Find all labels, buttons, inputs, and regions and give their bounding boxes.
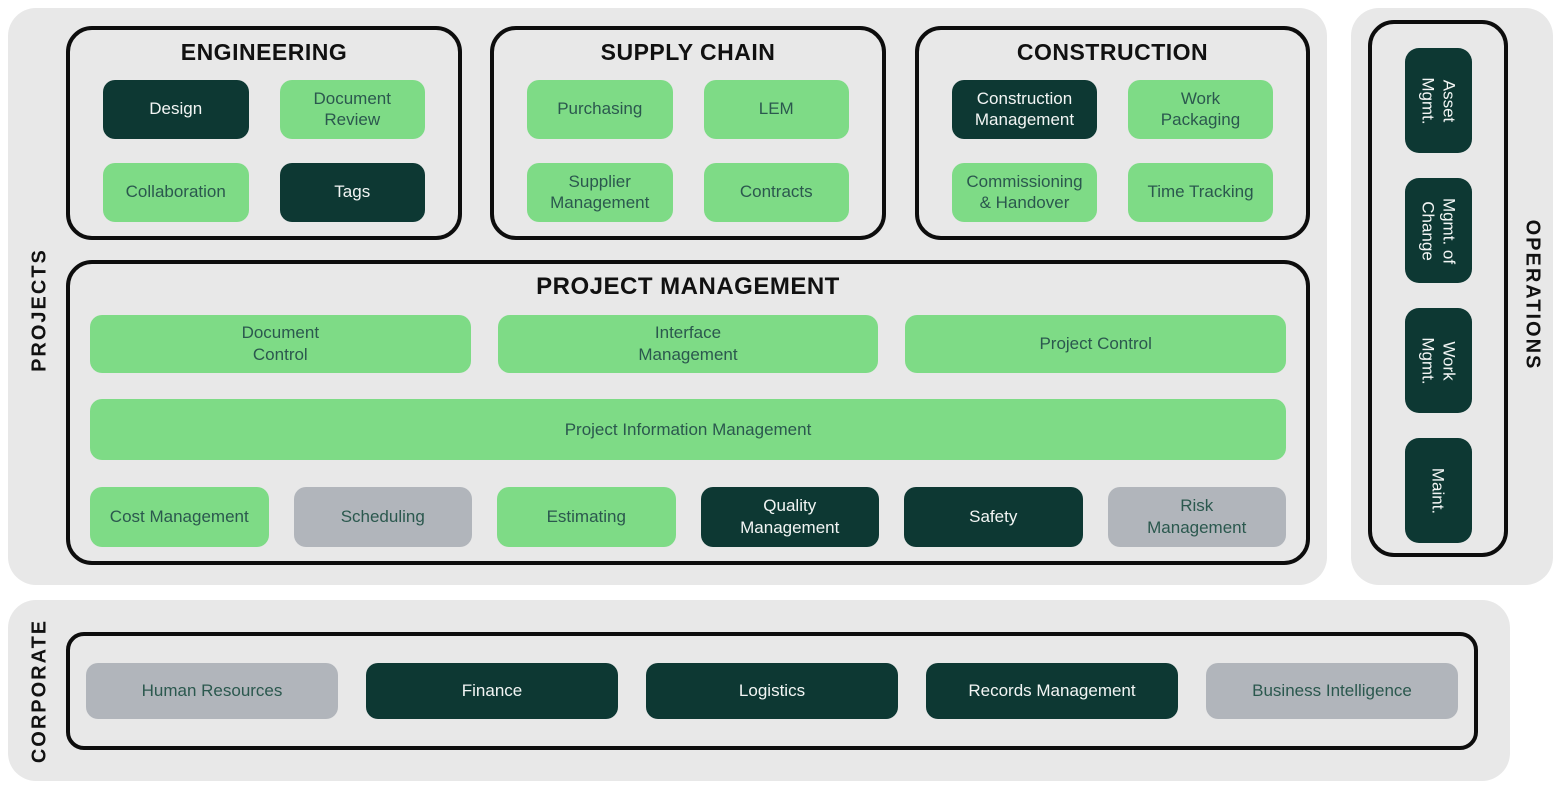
- capability-box: Design: [103, 79, 249, 139]
- supply-chain-items: Purchasing LEM Supplier Management Contract…: [494, 79, 882, 222]
- supply-chain-title: SUPPLY CHAIN: [600, 39, 776, 65]
- capability-box: Project Control: [905, 315, 1286, 373]
- capability-box: LEM: [703, 79, 849, 139]
- capability-box: Time Tracking: [1128, 162, 1273, 222]
- capability-box: Project Information Management: [90, 399, 1286, 460]
- capability-box: Interface Management: [497, 315, 879, 373]
- capability-box: Tags: [279, 162, 425, 222]
- projects-side-label: PROJECTS: [28, 248, 51, 372]
- operations-side-label: OPERATIONS: [1521, 219, 1544, 371]
- project-management-row1: Document Control Interface Management Proj…: [70, 315, 1306, 373]
- capability-label: Asset Mgmt.: [1418, 76, 1459, 125]
- capability-label: Work Mgmt.: [1418, 336, 1459, 385]
- capability-box: Supplier Management: [527, 162, 673, 222]
- capability-box: Safety: [904, 487, 1083, 547]
- capability-box: Document Control: [90, 315, 471, 373]
- capability-box: Scheduling: [293, 487, 472, 547]
- capability-box: Document Review: [279, 79, 425, 139]
- project-management-group: PROJECT MANAGEMENT Document Control Inter…: [66, 260, 1310, 565]
- capability-label: Mgmt. of Change: [1418, 197, 1459, 264]
- capability-box: Construction Management: [952, 79, 1097, 139]
- capability-box: Business Intelligence: [1206, 663, 1458, 719]
- capability-box: Collaboration: [103, 162, 249, 222]
- capability-box: Mgmt. of Change: [1404, 178, 1472, 283]
- corporate-panel: CORPORATE Human Resources Finance Logistic…: [8, 600, 1510, 781]
- project-management-row2: Project Information Management: [70, 399, 1306, 460]
- supply-chain-group: SUPPLY CHAIN Purchasing LEM Supplier Manag…: [490, 26, 886, 240]
- capability-box: Purchasing: [527, 79, 673, 139]
- capability-box: Logistics: [646, 663, 898, 719]
- capability-box: Risk Management: [1107, 487, 1286, 547]
- capability-box: Contracts: [703, 162, 849, 222]
- corporate-side-label: CORPORATE: [28, 618, 51, 764]
- capability-box: Work Packaging: [1128, 79, 1273, 139]
- capability-box: Estimating: [497, 487, 676, 547]
- construction-title: CONSTRUCTION: [1016, 39, 1209, 65]
- capability-box: Work Mgmt.: [1404, 308, 1472, 413]
- capability-box: Records Management: [926, 663, 1178, 719]
- project-management-row3: Cost Management Scheduling Estimating Quali…: [70, 487, 1306, 547]
- capability-box: Asset Mgmt.: [1404, 48, 1472, 153]
- capability-box: Quality Management: [700, 487, 879, 547]
- capability-box: Maint.: [1404, 438, 1472, 543]
- capability-box: Human Resources: [86, 663, 338, 719]
- engineering-title: ENGINEERING: [180, 39, 348, 65]
- capability-box: Commissioning & Handover: [952, 162, 1097, 222]
- project-management-title: PROJECT MANAGEMENT: [536, 273, 840, 300]
- corporate-items: Human Resources Finance Logistics Records M…: [66, 632, 1478, 750]
- projects-panel: PROJECTS ENGINEERING Design Document Revi…: [8, 8, 1327, 585]
- construction-group: CONSTRUCTION Construction Management Work…: [915, 26, 1310, 240]
- capability-box: Cost Management: [90, 487, 269, 547]
- capability-box: Finance: [366, 663, 618, 719]
- capability-label: Maint.: [1428, 467, 1448, 514]
